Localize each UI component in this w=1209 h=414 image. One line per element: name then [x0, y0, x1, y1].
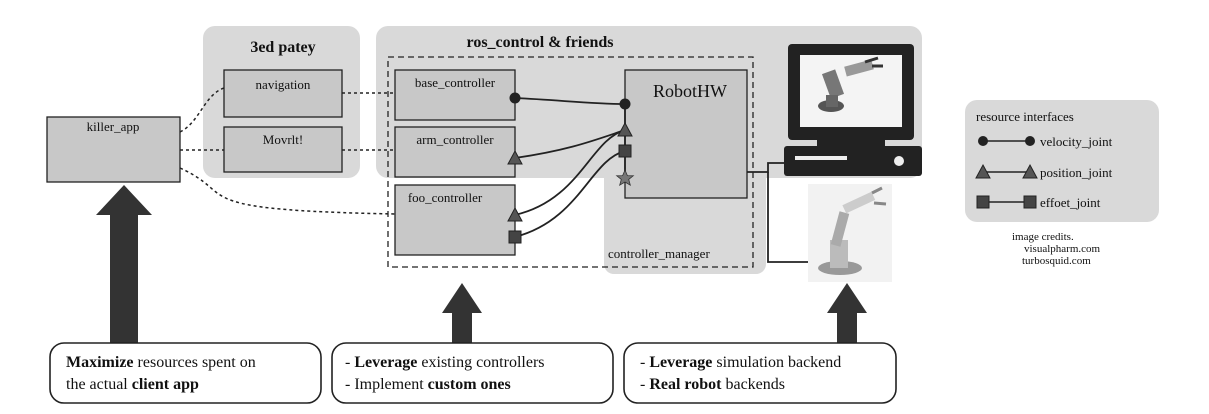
callout-right-line-2: - Real robot backends: [640, 376, 785, 393]
robot-hw-label: RobotHW: [653, 81, 727, 101]
foo-controller-label: foo_controller: [408, 190, 483, 205]
moveit-node: [223, 126, 343, 173]
arrow-up-middle: [442, 283, 482, 345]
robot-arm-image: [808, 184, 892, 282]
legend-item-velocity: velocity_joint: [1040, 134, 1113, 149]
legend-item-effort: effoet_joint: [1040, 195, 1101, 210]
third-party-group-title: 3ed patey: [250, 39, 315, 56]
navigation-node: [223, 69, 343, 118]
killer-app-label: killer_app: [87, 119, 140, 134]
velocity-port-base: [509, 92, 521, 104]
legend-item-position: position_joint: [1040, 165, 1113, 180]
position-port-foo: [507, 206, 523, 222]
callout-left-line-1: Maximize resources spent on: [66, 354, 256, 371]
velocity-port-robothw: [619, 98, 631, 110]
ros-control-boundary: [387, 56, 754, 268]
effort-port-foo: [508, 230, 522, 244]
credits-line-2: visualpharm.com: [1024, 243, 1101, 255]
callout-left-line-2: the actual client app: [66, 376, 199, 393]
callout-middle-line-2: - Implement custom ones: [345, 376, 511, 393]
velocity-link-base: [514, 97, 626, 105]
legend-box: [965, 100, 1159, 222]
link-killer-navigation: [179, 87, 225, 133]
credits-line-1: image credits.: [1012, 231, 1074, 243]
callout-right-line-1: - Leverage simulation backend: [640, 354, 841, 371]
effort-port-robothw: [618, 144, 632, 158]
callout-right-box: [623, 342, 897, 404]
effort-legend-icon: [976, 195, 990, 209]
velocity-legend-icon: [978, 136, 988, 146]
callout-left-box: [49, 342, 322, 404]
effort-link-foo: [514, 150, 626, 238]
link-killer-foo: [179, 167, 396, 215]
arrow-up-right: [827, 283, 867, 345]
credits-line-3: turbosquid.com: [1022, 255, 1091, 267]
callout-middle-line-1: - Leverage existing controllers: [345, 354, 545, 371]
position-legend-icon: [975, 163, 991, 179]
robothw-to-computer-link: [747, 162, 784, 173]
controller-manager-label: controller_manager: [608, 246, 710, 261]
navigation-label: navigation: [256, 77, 311, 92]
moveit-label: Movrlt!: [263, 132, 303, 147]
legend-title: resource interfaces: [976, 109, 1074, 124]
arm-controller-label: arm_controller: [416, 132, 494, 147]
callout-middle-box: [331, 342, 614, 404]
position-port-robothw: [617, 121, 633, 137]
base-controller-node: [394, 69, 516, 121]
star-port-robothw: [615, 168, 635, 187]
robothw-to-robot-link: [767, 172, 808, 263]
ros-control-group-title: ros_control & friends: [467, 34, 614, 51]
computer-icon: [784, 44, 922, 176]
base-controller-label: base_controller: [415, 75, 496, 90]
killer-app-node: [46, 116, 181, 183]
position-port-arm: [507, 149, 523, 165]
position-link-foo: [514, 129, 626, 216]
arrow-up-left: [96, 185, 152, 345]
